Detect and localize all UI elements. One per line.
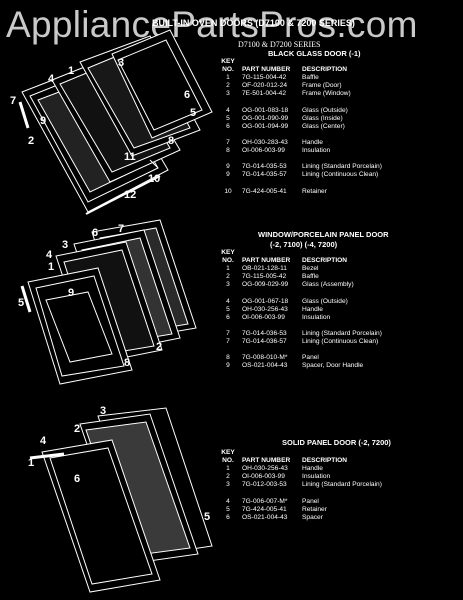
- section-title-black-glass: BLACK GLASS DOOR (-1): [268, 49, 361, 58]
- page-title: BUILT-IN OVEN DOORS (D7100 & 7200 SERIES…: [152, 18, 355, 28]
- callout-number: 5: [204, 511, 210, 523]
- callout-number: 7: [10, 95, 16, 107]
- callout-number: 4: [46, 249, 53, 261]
- callout-number: 5: [190, 107, 196, 119]
- callout-number: 6: [184, 89, 190, 101]
- callout-number: 5: [18, 297, 24, 309]
- callout-number: 1: [28, 457, 34, 469]
- callout-number: 3: [100, 405, 106, 417]
- diagram-solid-panel-door: [29, 407, 213, 593]
- section-title-solid-panel: SOLID PANEL DOOR (-2, 7200): [282, 438, 391, 447]
- section-subtitle-window-panel: (-2, 7100) (-4, 7200): [270, 240, 338, 249]
- callout-number: 2: [156, 341, 162, 353]
- callout-number: 6: [92, 227, 98, 239]
- callout-number: 7: [118, 223, 124, 235]
- table-header-key: KEY: [221, 249, 235, 256]
- callout-number: 4: [40, 435, 47, 447]
- callout-number: 6: [74, 473, 80, 485]
- callout-number: 2: [28, 135, 34, 147]
- callout-number: 4: [48, 73, 55, 85]
- callout-number: 9: [40, 115, 46, 127]
- callout-number: 1: [48, 261, 54, 273]
- callout-number: 8: [168, 135, 174, 147]
- callout-number: 12: [124, 189, 136, 201]
- callout-number: 9: [68, 287, 74, 299]
- section-title-window-panel: WINDOW/PORCELAIN PANEL DOOR: [258, 230, 389, 239]
- callout-number: 10: [148, 173, 160, 185]
- callout-number: 3: [118, 57, 124, 69]
- callout-number: 8: [124, 357, 130, 369]
- table-header-key: KEY: [221, 449, 235, 456]
- callout-number: 11: [124, 151, 136, 163]
- diagram-window-panel-door: [20, 219, 197, 385]
- watermark: AppliancePartsPros.com: [6, 4, 418, 45]
- diagram-black-glass-door: [18, 29, 213, 215]
- table-header-key: KEY: [221, 58, 235, 65]
- callout-number: 3: [62, 239, 68, 251]
- series-label: D7100 & D7200 SERIES: [238, 40, 321, 49]
- callout-number: 2: [74, 423, 80, 435]
- callout-number: 1: [68, 65, 74, 77]
